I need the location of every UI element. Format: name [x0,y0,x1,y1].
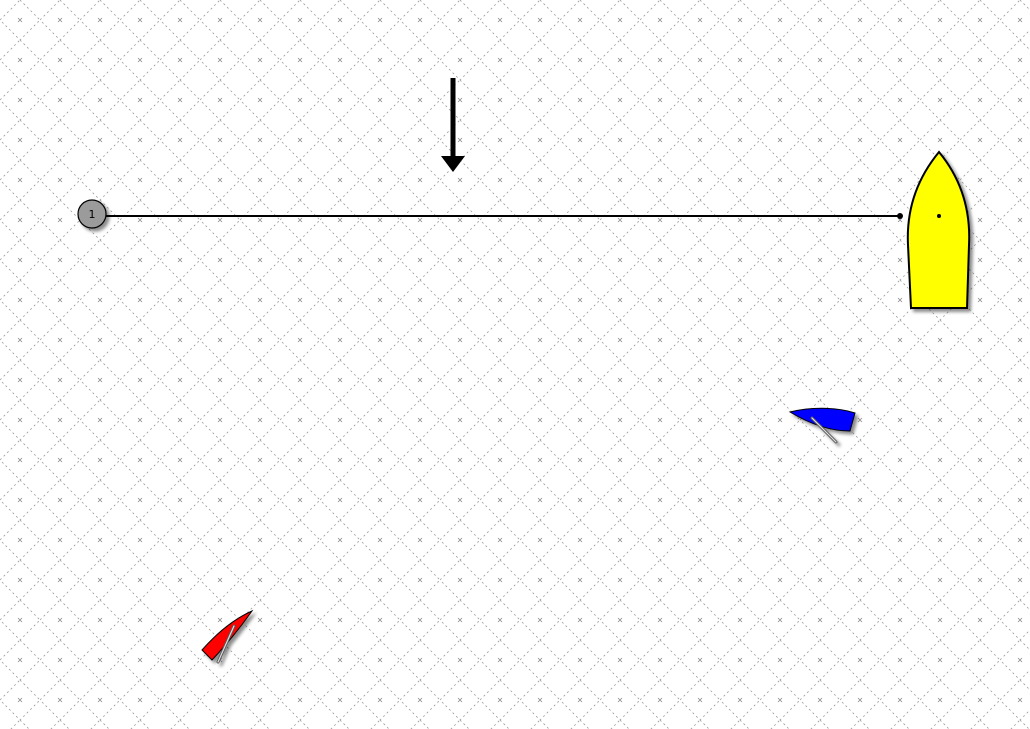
pin-mark[interactable]: 1 [78,200,106,228]
start-line-end-boat [897,213,903,219]
pin-mark-label: 1 [89,208,96,221]
